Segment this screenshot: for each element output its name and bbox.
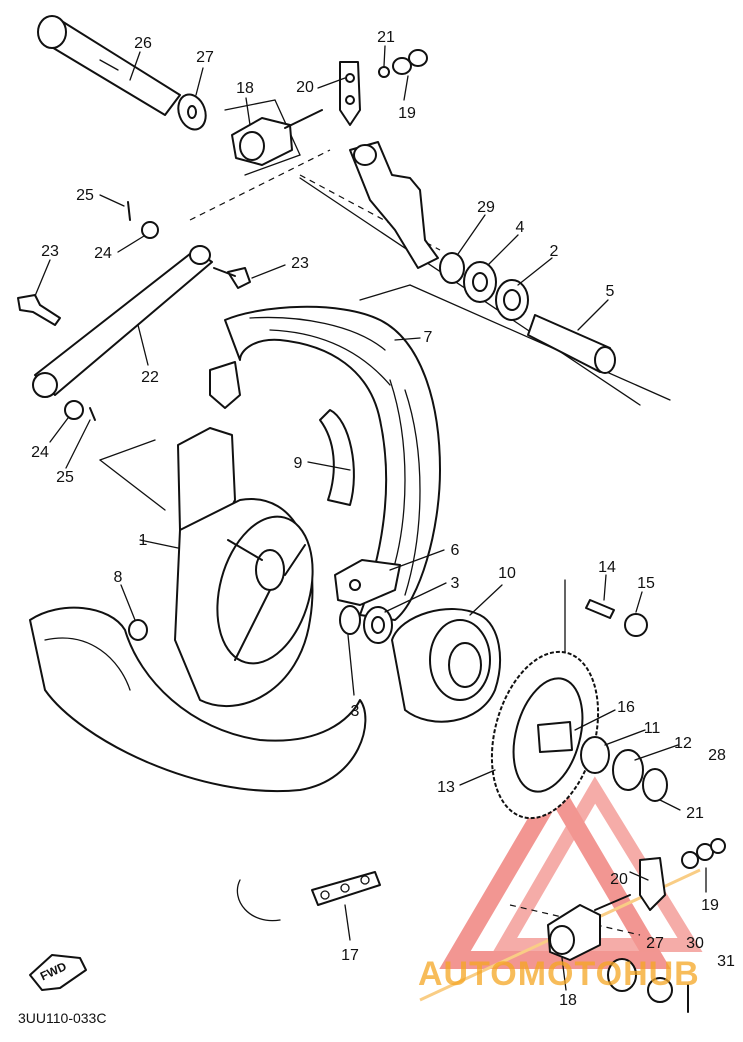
callout-15: 15 [637, 575, 655, 592]
drive-chain [236, 871, 381, 922]
lower-tire [29, 606, 367, 793]
sprocket-hub [391, 608, 501, 723]
spacers [580, 736, 668, 802]
callout-18: 18 [559, 992, 577, 1009]
washer [177, 93, 207, 131]
hub-bearing-set [439, 252, 616, 374]
callout-25: 25 [56, 469, 74, 486]
callout-1: 1 [139, 532, 148, 549]
callout-21: 21 [686, 805, 704, 822]
swingarm-end [349, 141, 439, 269]
drawing-code: 3UU110-033C [18, 1010, 106, 1026]
callout-14: 14 [598, 559, 616, 576]
callout-23: 23 [41, 243, 59, 260]
watermark-text: AUTOMOTOHUB [418, 955, 700, 993]
callout-17: 17 [341, 947, 359, 964]
callout-26: 26 [134, 35, 152, 52]
callout-6: 6 [451, 542, 460, 559]
callout-3: 3 [451, 575, 460, 592]
chain-puller-top [231, 109, 323, 166]
callout-2: 2 [550, 243, 559, 260]
leader-lines [34, 45, 707, 991]
callout-31: 31 [717, 953, 735, 970]
callout-21: 21 [377, 29, 395, 46]
callout-12: 12 [674, 735, 692, 752]
callout-30: 30 [686, 935, 704, 952]
chain-puller-bottom [547, 838, 726, 1013]
callout-11: 11 [644, 720, 661, 737]
callout-24: 24 [31, 444, 49, 461]
callout-28: 28 [708, 747, 726, 764]
callout-13: 13 [437, 779, 455, 796]
bearings-3 [339, 605, 393, 644]
callout-22: 22 [141, 369, 159, 386]
callout-18: 18 [236, 80, 254, 97]
sprocket-bolt [585, 599, 648, 637]
callout-25: 25 [76, 187, 94, 204]
callout-4: 4 [516, 219, 525, 236]
callout-19: 19 [398, 105, 416, 122]
callout-19: 19 [701, 897, 719, 914]
wheel-hub [174, 409, 355, 708]
callout-27: 27 [196, 49, 214, 66]
axle-bolt [37, 15, 181, 116]
callout-8: 8 [114, 569, 123, 586]
callout-24: 24 [94, 245, 112, 262]
callout-16: 16 [617, 699, 635, 716]
callout-10: 10 [498, 565, 516, 582]
callout-3: 3 [351, 703, 360, 720]
callout-labels: 26 27 18 20 21 19 25 24 23 23 29 4 2 5 7… [31, 29, 735, 1009]
callout-5: 5 [606, 283, 615, 300]
callout-7: 7 [424, 329, 433, 346]
callout-9: 9 [294, 455, 303, 472]
callout-20: 20 [296, 79, 314, 96]
callout-29: 29 [477, 199, 495, 216]
torque-arm [17, 201, 251, 421]
callout-27: 27 [646, 935, 664, 952]
rear-tire [209, 305, 441, 621]
callout-20: 20 [610, 871, 628, 888]
caliper-bracket [334, 559, 401, 606]
callout-23: 23 [291, 255, 309, 272]
fwd-arrow-icon: FWD [29, 954, 87, 991]
